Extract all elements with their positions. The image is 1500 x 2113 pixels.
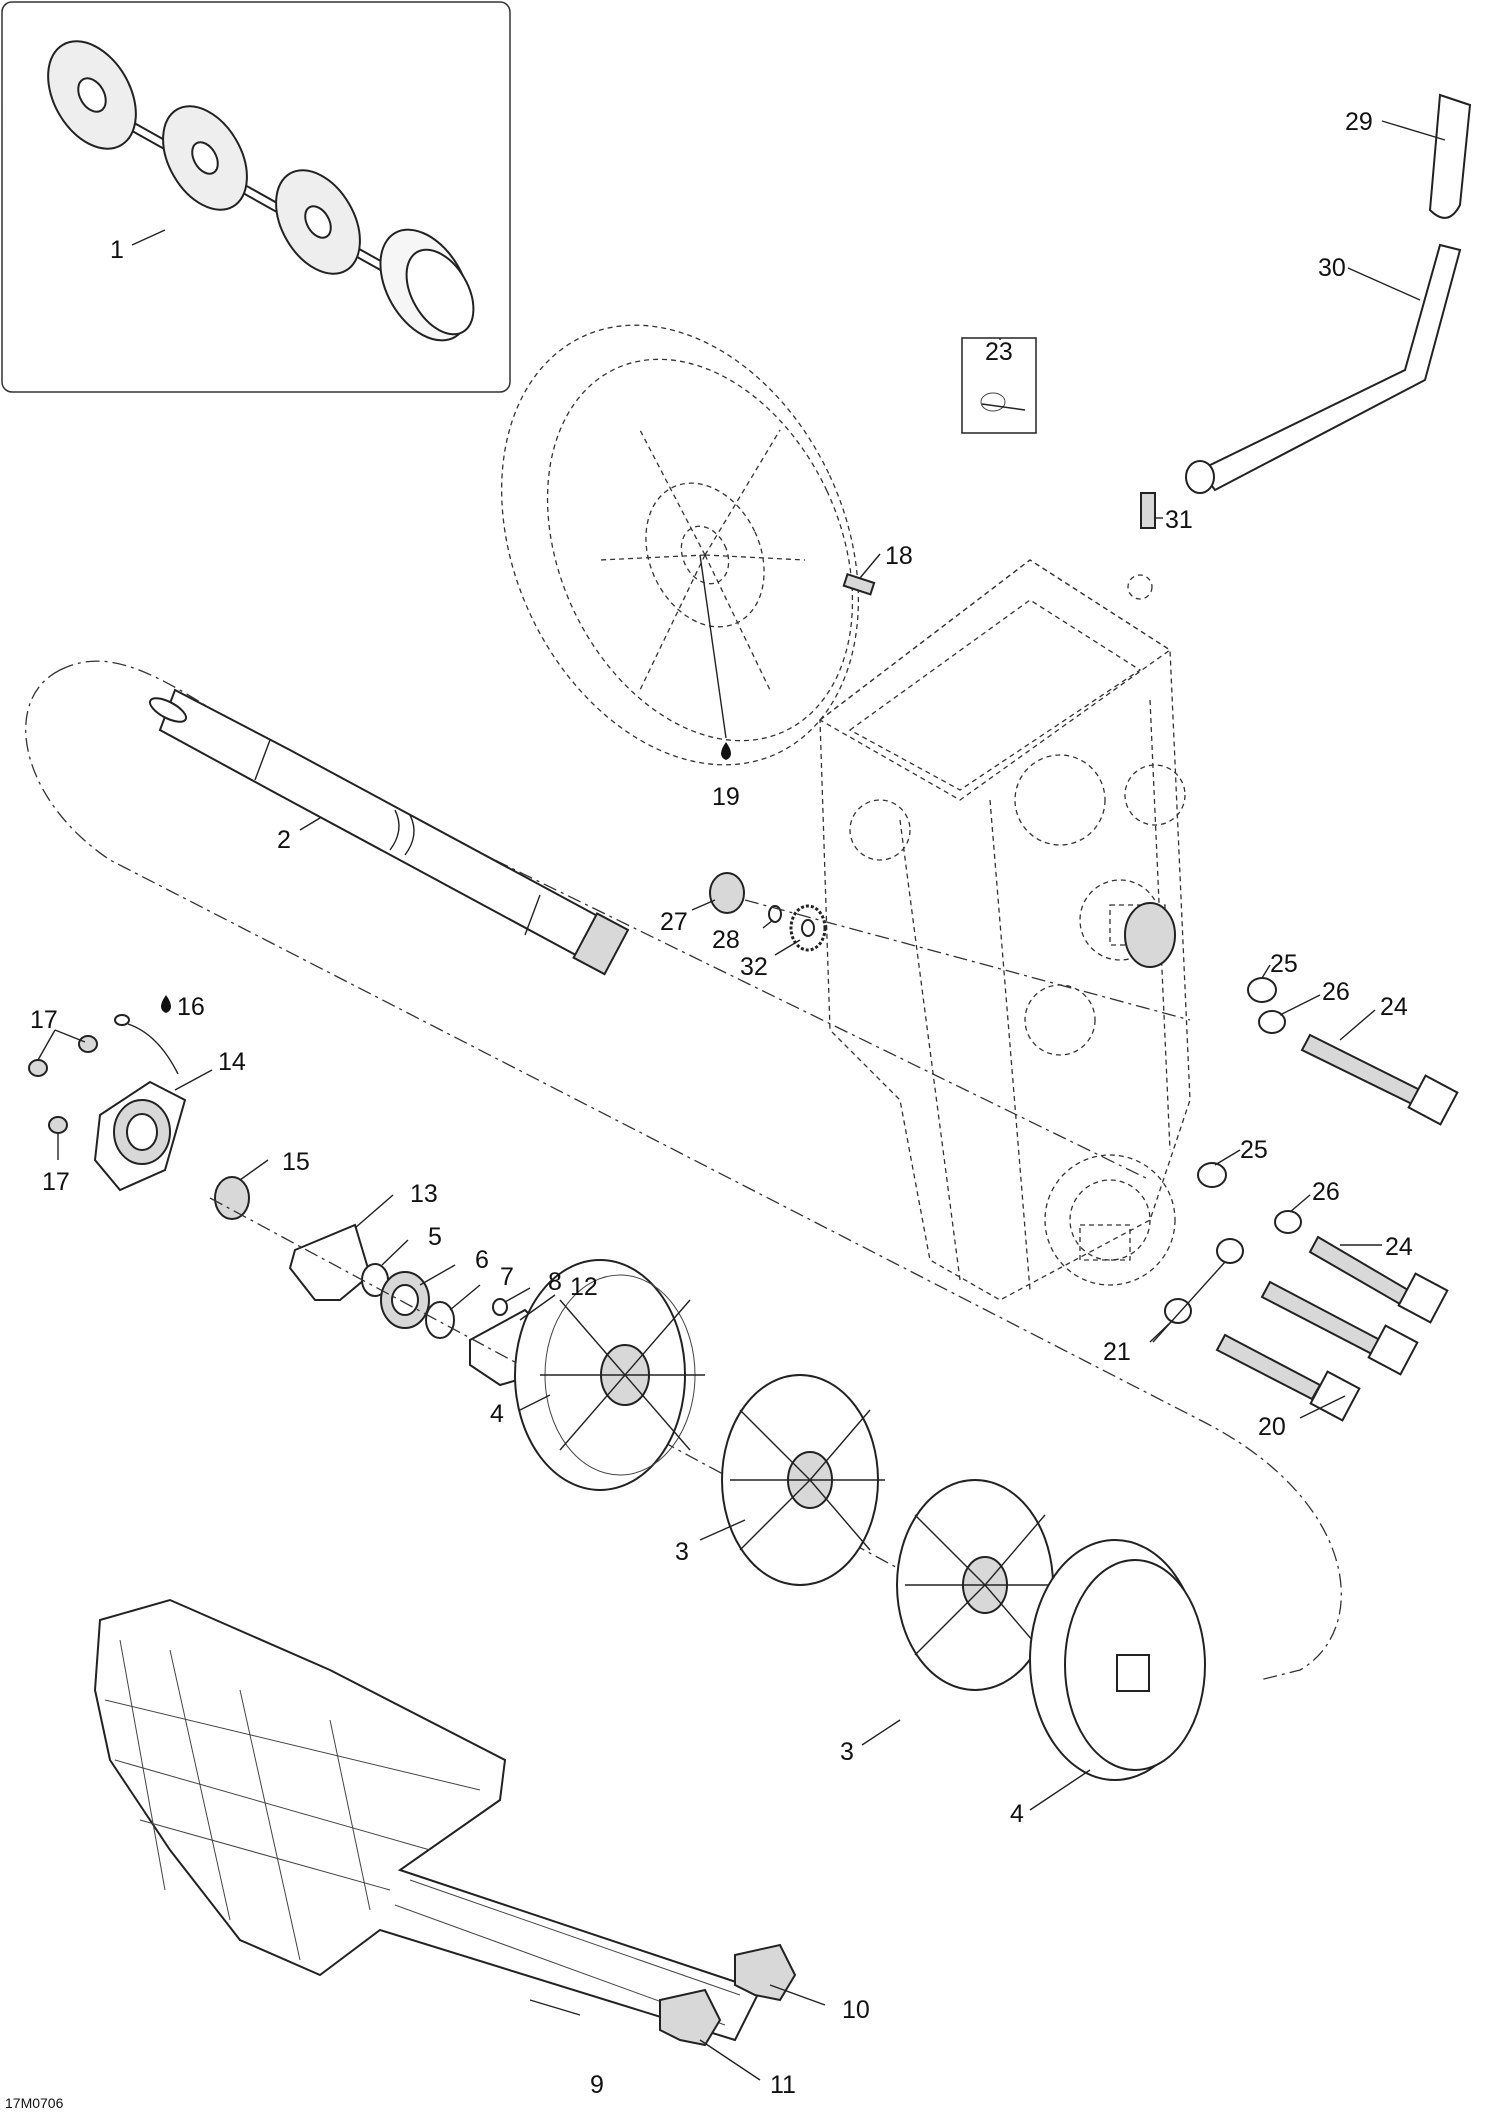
part-17-nut-c <box>48 1116 68 1134</box>
callout-4b: 4 <box>1010 1800 1024 1828</box>
callout-24a: 24 <box>1380 993 1408 1021</box>
track-path-outline <box>25 660 1342 1681</box>
part-24-bolt-upper <box>1300 1033 1459 1126</box>
callout-17b: 17 <box>42 1168 70 1196</box>
drive-axle <box>148 688 630 976</box>
wheel-phantom <box>500 324 860 766</box>
inset-axle-assembly <box>47 40 475 342</box>
part-26-lockwasher-upper <box>1258 1010 1286 1034</box>
part-17-nut-a <box>78 1035 98 1053</box>
part-17-nut-b <box>28 1059 48 1077</box>
callout-17a: 17 <box>30 1006 58 1034</box>
part-30-lever <box>1198 243 1462 492</box>
part-28-oring <box>768 905 782 923</box>
reference-code: 17M0706 <box>5 2095 64 2111</box>
callout-10: 10 <box>842 1996 870 2024</box>
callout-26a: 26 <box>1322 978 1350 1006</box>
callout-20: 20 <box>1258 1413 1286 1441</box>
callout-4a: 4 <box>490 1400 504 1428</box>
part-9-track <box>93 1598 762 2042</box>
callout-2: 2 <box>277 826 291 854</box>
oil-drop-icon-16 <box>161 995 171 1013</box>
part-26-lockwasher-lower <box>1274 1210 1302 1234</box>
callout-14: 14 <box>218 1048 246 1076</box>
leader-lines <box>37 120 1446 2081</box>
part-14-bearing-flange <box>93 1080 187 1192</box>
part-7-ring <box>425 1301 455 1339</box>
part-27-nut <box>709 872 745 914</box>
callout-19: 19 <box>712 783 740 811</box>
part-10-clip <box>734 1943 797 2002</box>
part-4-wheel-right <box>1029 1539 1206 1781</box>
callout-26b: 26 <box>1312 1178 1340 1206</box>
part-3-sprocket-a <box>721 1374 885 1586</box>
part-32-sprocket <box>789 904 827 952</box>
callout-12: 12 <box>570 1273 598 1301</box>
part-11-clip <box>659 1988 722 2047</box>
part-25-washer-upper <box>1247 977 1277 1003</box>
part-15-seal <box>214 1176 250 1220</box>
part-29-grip <box>1428 93 1472 219</box>
callout-13: 13 <box>410 1180 438 1208</box>
part-18-key <box>842 573 876 596</box>
callout-15: 15 <box>282 1148 310 1176</box>
part-21-washer-b <box>1164 1298 1192 1324</box>
oil-drop-icon-19 <box>721 742 731 760</box>
part-21-washer-a <box>1216 1238 1244 1264</box>
part-8-oring <box>492 1298 508 1316</box>
callout-5: 5 <box>428 1223 442 1251</box>
callout-labels: 1 2 3 3 4 4 5 6 7 8 9 10 11 12 13 14 15 … <box>30 108 1413 2099</box>
part-6-bearing <box>380 1271 430 1329</box>
inset-panel <box>1 1 511 393</box>
callout-25b: 25 <box>1240 1136 1268 1164</box>
callout-8: 8 <box>548 1268 562 1296</box>
part-24-bolt-lower <box>1308 1235 1449 1324</box>
callout-16: 16 <box>177 993 205 1021</box>
callout-32: 32 <box>740 953 768 981</box>
callout-21: 21 <box>1103 1338 1131 1366</box>
callout-24b: 24 <box>1385 1233 1413 1261</box>
callout-11: 11 <box>770 2071 796 2099</box>
callout-1: 1 <box>110 236 124 264</box>
callout-28: 28 <box>712 926 740 954</box>
part-25-washer-lower <box>1197 1162 1227 1188</box>
part-23-box <box>961 337 1037 434</box>
callout-29: 29 <box>1345 108 1373 136</box>
callout-9: 9 <box>590 2071 604 2099</box>
callout-30: 30 <box>1318 254 1346 282</box>
callout-27: 27 <box>660 908 688 936</box>
callout-18: 18 <box>885 542 913 570</box>
callout-31: 31 <box>1165 506 1193 534</box>
callout-23: 23 <box>985 338 1013 366</box>
callout-7: 7 <box>500 1263 514 1291</box>
part-4-sprocket-left <box>514 1259 705 1491</box>
callout-3a: 3 <box>675 1538 689 1566</box>
callout-6: 6 <box>475 1246 489 1274</box>
callout-25a: 25 <box>1270 950 1298 978</box>
part-31-pin <box>1140 492 1156 529</box>
callout-3b: 3 <box>840 1738 854 1766</box>
part-20-bolts <box>1215 1280 1419 1422</box>
